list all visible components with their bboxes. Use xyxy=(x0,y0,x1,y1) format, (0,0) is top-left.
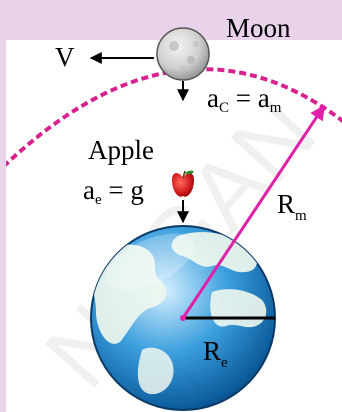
apple-acceleration-label: ae = g xyxy=(83,175,144,208)
velocity-label: V xyxy=(55,42,75,72)
moon-label: Moon xyxy=(226,13,291,43)
moon xyxy=(157,28,209,80)
apple-label: Apple xyxy=(88,135,154,165)
earth-center-dot xyxy=(180,315,186,321)
